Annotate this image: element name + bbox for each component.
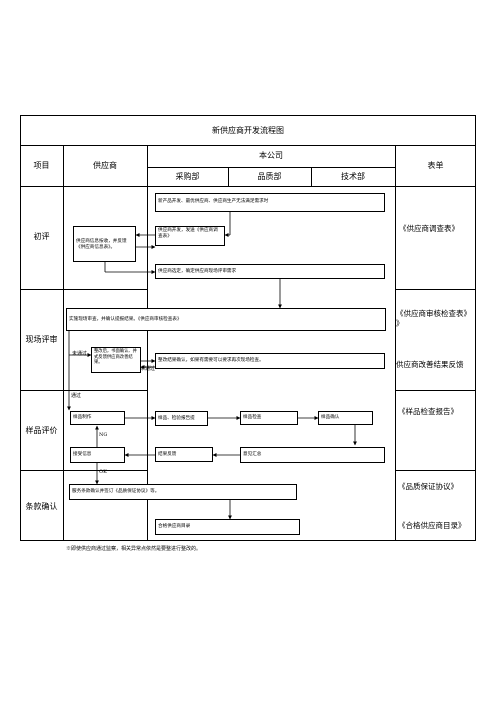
box-onsite-audit: 实施现场审查，并确认提报结果。《供应商审核检查表》 [66, 308, 386, 331]
grid-line [147, 167, 395, 168]
label-passed: 通过 [71, 393, 82, 399]
grid-line [147, 145, 148, 541]
box-send-survey: 供应商开发，发送《供应商调查表》 [155, 226, 225, 246]
box-sample-inspect: 样品检查 [240, 411, 298, 425]
stage-sample: 样品评价 [25, 426, 58, 435]
stage-initial: 初评 [33, 232, 50, 241]
grid-line [228, 167, 229, 186]
grid-line [311, 167, 312, 186]
box-receive-info: 接受信息 [70, 447, 125, 463]
label-ok: OK [99, 469, 107, 475]
grid-line [20, 186, 476, 187]
stage-terms: 条款确认 [25, 502, 58, 511]
header-forms: 表单 [427, 161, 444, 170]
form-quality: 《品质保证协议》 [398, 482, 458, 491]
box-fill-supplier-info: 供应商信息按收，并反馈《供应商信息表》。 [73, 226, 136, 262]
label-not-passed-2: 未通过 [140, 366, 156, 372]
grid-line [20, 470, 147, 471]
grid-line [395, 470, 476, 471]
header-item: 项目 [33, 161, 50, 170]
box-result-feedback: 结果反馈 [155, 447, 213, 462]
grid-line [395, 289, 476, 290]
form-qualified: 《合格供应商目录》 [398, 521, 466, 530]
box-sample-make: 样品制作 [70, 411, 125, 425]
header-tech: 技术部 [341, 172, 365, 181]
grid-line [20, 289, 147, 290]
stage-onsite: 现场评审 [25, 335, 58, 344]
box-opinion-summary: 意见汇总 [240, 447, 385, 463]
footnote: ※即使供应商通过监察，相关异常点依然是要整进行整改的。 [66, 546, 202, 552]
grid-line [63, 145, 64, 541]
page-title: 新供应商开发流程图 [212, 126, 284, 135]
box-sample-send: 样品、检验报告提 [155, 411, 208, 426]
label-not-passed: 未通过 [72, 351, 88, 357]
box-new-supplier-need: 新产品开发、最优供应商、供应商生产无法满足需求时 [155, 193, 385, 212]
form-improve: 供应商改善结果反馈 [396, 360, 464, 369]
box-select-supplier: 供应商选定，确定供应商现场评审需求 [155, 264, 385, 279]
flowchart-frame [20, 115, 476, 541]
grid-line [20, 145, 476, 146]
header-quality: 品质部 [257, 172, 282, 181]
grid-line [395, 145, 396, 541]
box-qualified-list: 合格供应商目录 [155, 519, 300, 535]
header-supplier: 供应商 [93, 161, 117, 170]
header-company: 本公司 [259, 151, 283, 160]
grid-line [395, 390, 476, 391]
form-audit-wrap: 》 [396, 319, 404, 328]
box-improve-feedback: 整改后，书面确认、并式反馈供应商改善结果。 [91, 347, 141, 373]
form-survey: 《供应商调查表》 [399, 224, 459, 233]
grid-line [20, 390, 147, 391]
box-sign-agreement: 服务条款确认并签订《品质保证协议》等。 [69, 484, 297, 500]
label-ng: NG [99, 432, 108, 438]
box-confirm-improvement: 整改结果确认，如果有需要可以要求再次现场检查。 [155, 353, 385, 369]
header-purchasing: 采购部 [175, 172, 200, 181]
form-sample: 《样品检查报告》 [398, 407, 458, 416]
form-audit: 《供应商审核检查表》 [396, 309, 471, 318]
box-sample-confirm: 样品确认 [318, 411, 373, 425]
